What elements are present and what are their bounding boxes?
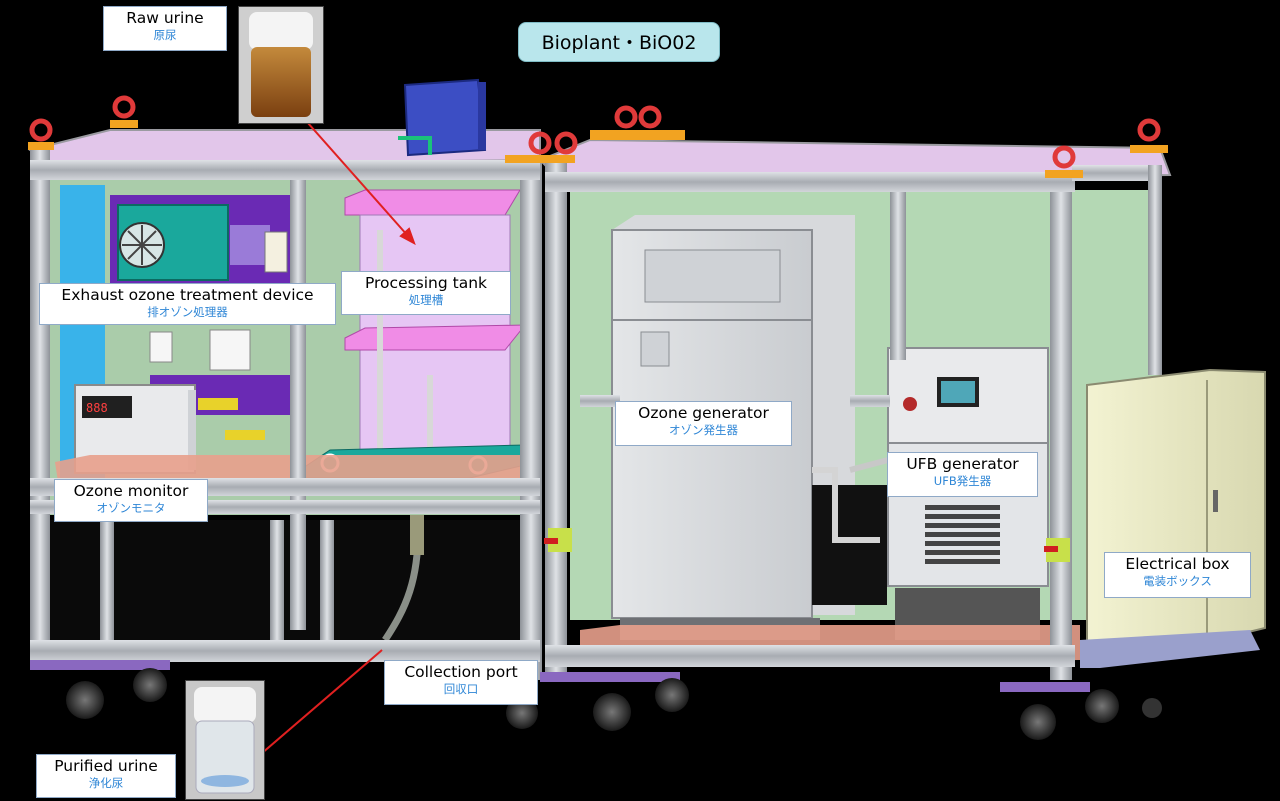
- left-unit: 888: [27, 78, 541, 650]
- purified-urine-photo: [185, 680, 265, 800]
- label-jp: オゾンモニタ: [96, 501, 166, 515]
- page-title: Bioplant・BiO02: [518, 22, 720, 62]
- label-electrical-box: Electrical box 電装ボックス: [1104, 552, 1251, 598]
- casters: [30, 660, 1162, 740]
- label-jp: UFB発生器: [933, 474, 992, 488]
- label-en: Collection port: [404, 663, 518, 681]
- label-exhaust-ozone-device: Exhaust ozone treatment device 排オゾン処理器: [39, 283, 336, 325]
- label-ozone-generator: Ozone generator オゾン発生器: [615, 401, 792, 446]
- label-en: Ozone monitor: [73, 482, 189, 500]
- label-en: Purified urine: [54, 757, 158, 775]
- label-raw-urine: Raw urine 原尿: [103, 6, 227, 51]
- label-purified-urine: Purified urine 浄化尿: [36, 754, 176, 798]
- svg-text:888: 888: [86, 401, 108, 415]
- lifting-eyebolts: [29, 95, 1161, 169]
- label-processing-tank: Processing tank 処理槽: [341, 271, 511, 315]
- label-jp: 排オゾン処理器: [147, 305, 228, 319]
- label-jp: 浄化尿: [88, 776, 124, 790]
- label-jp: 原尿: [153, 28, 177, 42]
- label-jp: 電装ボックス: [1143, 574, 1212, 588]
- label-en: Electrical box: [1125, 555, 1230, 573]
- label-jp: 処理槽: [408, 293, 444, 307]
- label-en: Exhaust ozone treatment device: [61, 286, 314, 304]
- label-en: Ozone generator: [638, 404, 769, 422]
- raw-urine-photo: [238, 6, 324, 124]
- label-ozone-monitor: Ozone monitor オゾンモニタ: [54, 479, 208, 522]
- label-jp: オゾン発生器: [669, 423, 738, 437]
- label-ufb-generator: UFB generator UFB発生器: [887, 452, 1038, 497]
- label-en: Raw urine: [126, 9, 204, 27]
- label-en: Processing tank: [364, 274, 488, 292]
- label-collection-port: Collection port 回収口: [384, 660, 538, 705]
- label-jp: 回収口: [443, 682, 479, 696]
- label-en: UFB generator: [906, 455, 1019, 473]
